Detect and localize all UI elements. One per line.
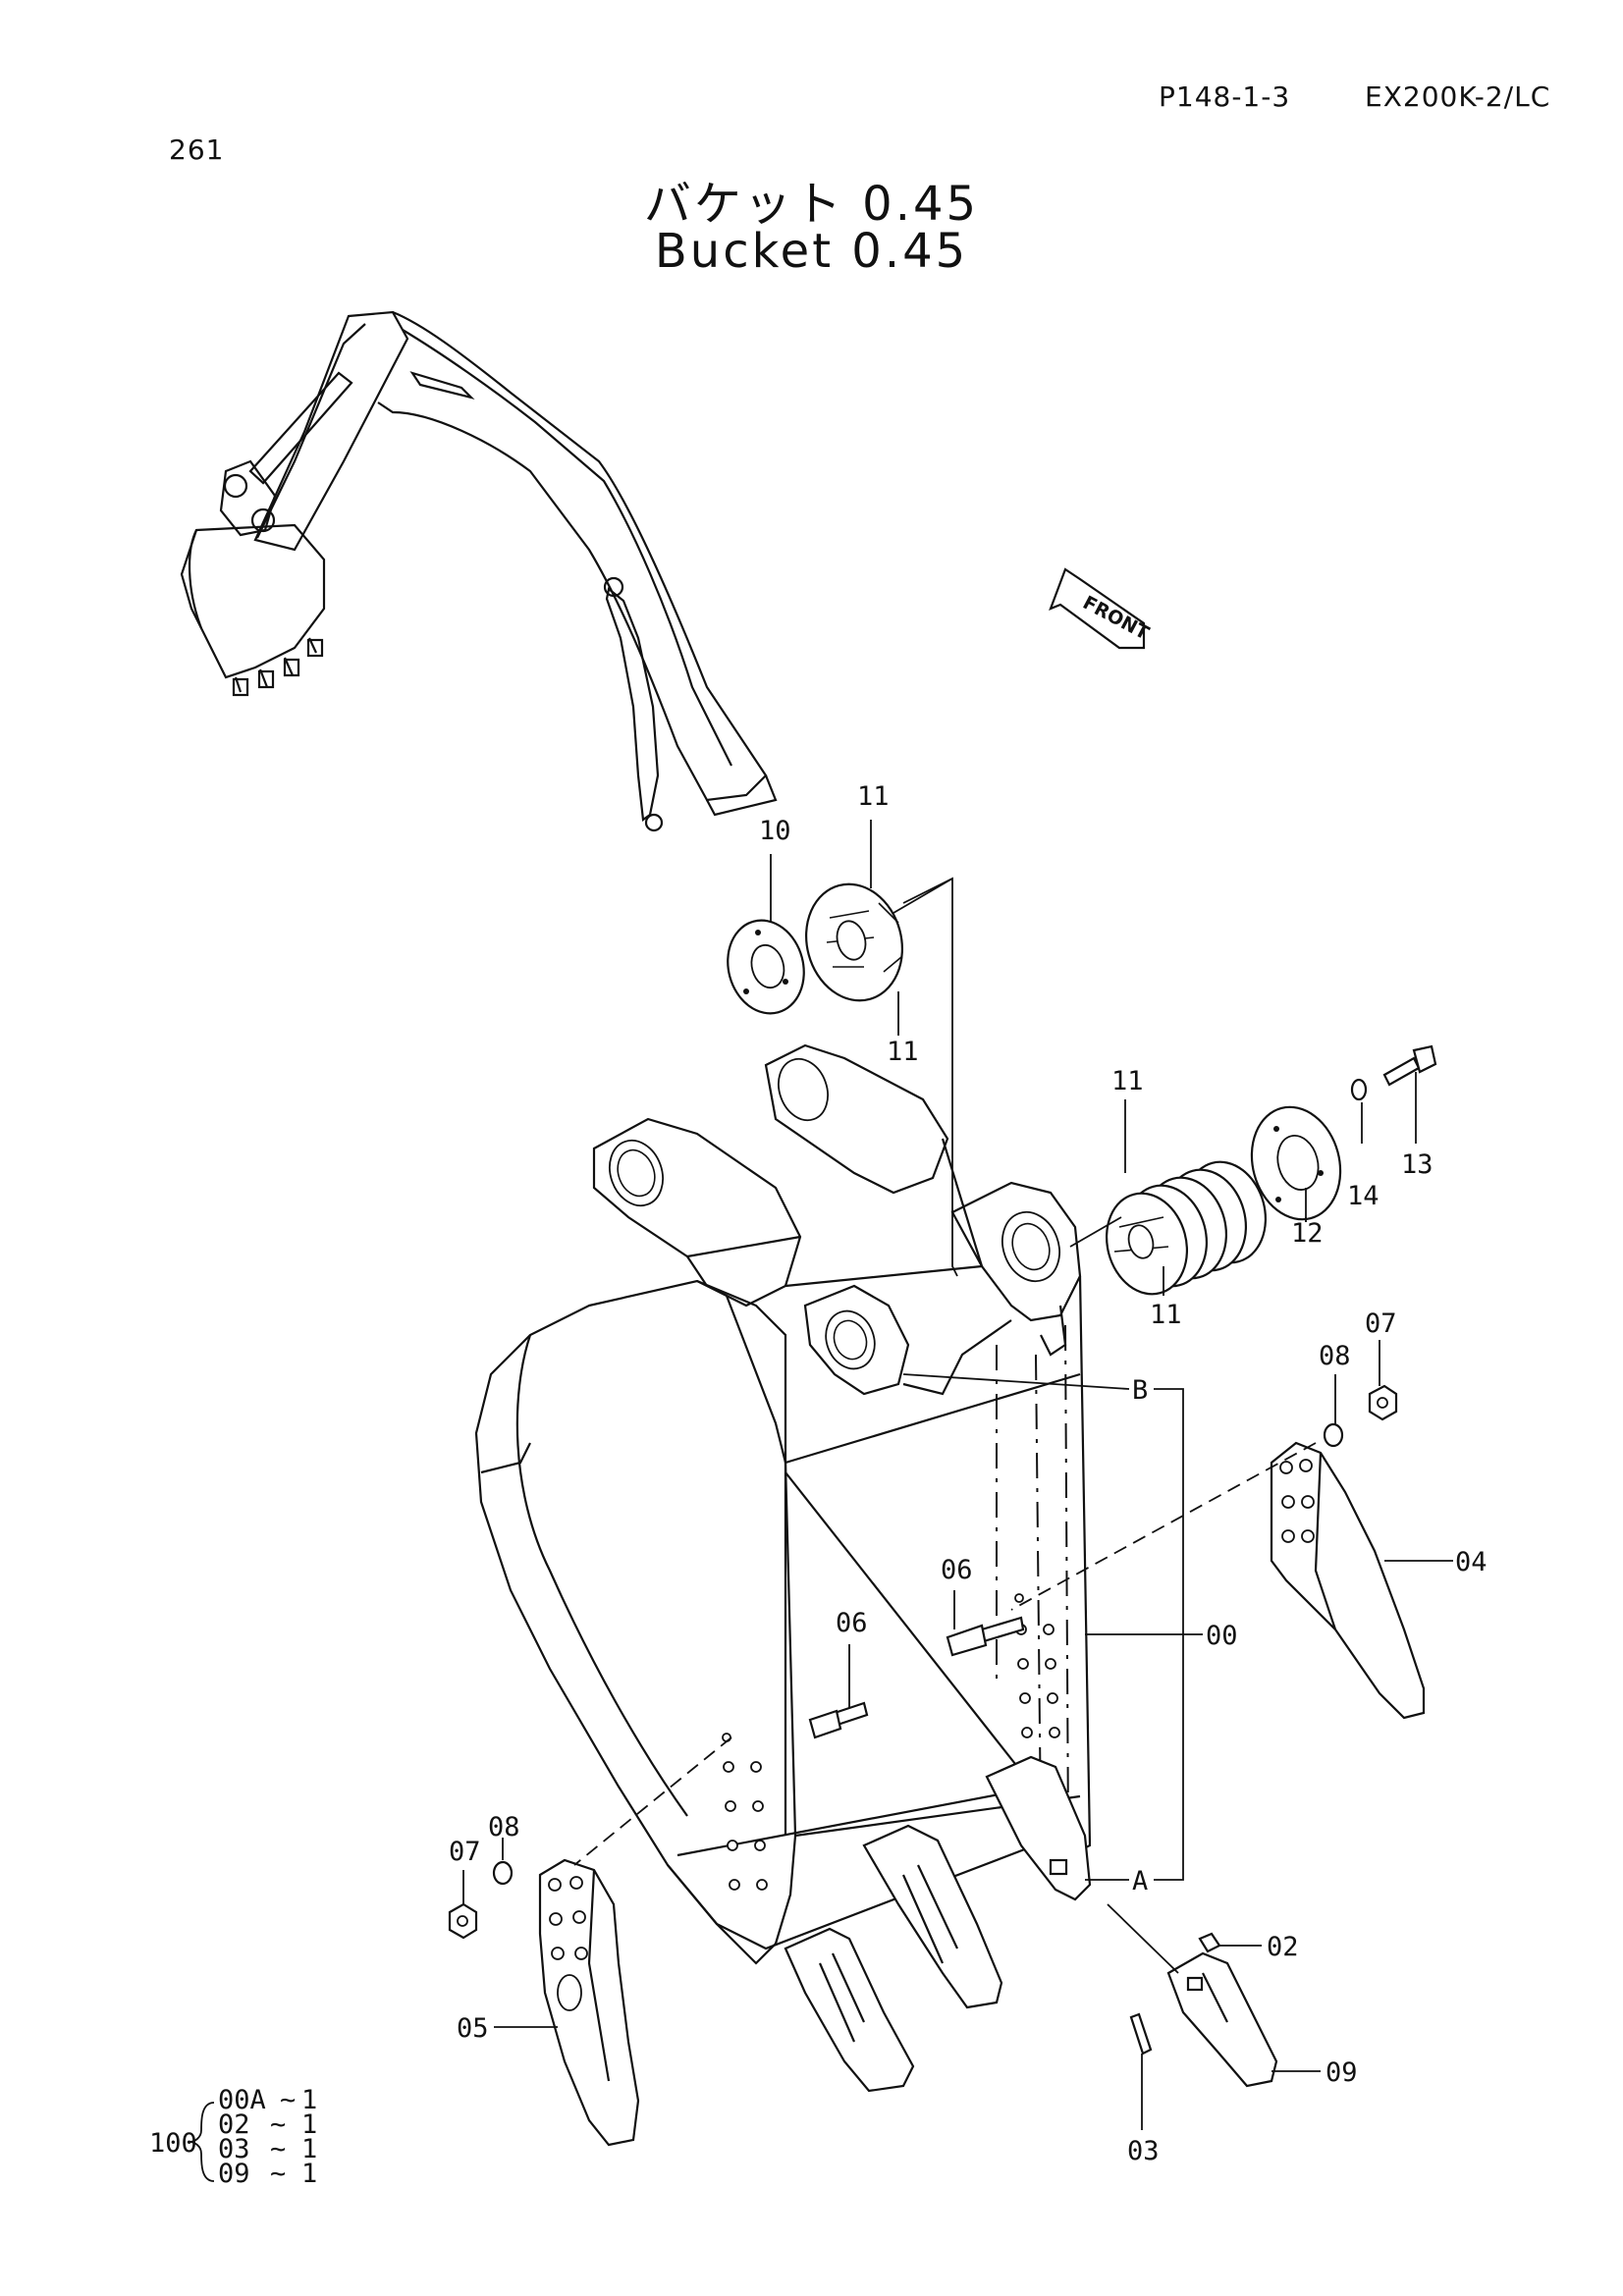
assembly-item-sep: ~ bbox=[270, 2109, 286, 2140]
callout-06-right: 06 bbox=[941, 1555, 973, 1585]
callout-08-left: 08 bbox=[488, 1812, 520, 1842]
part-13-bolt bbox=[1382, 1044, 1437, 1087]
leader-lines bbox=[189, 820, 1453, 2182]
part-06-bolt-right bbox=[946, 1616, 1025, 1657]
callout-reference-b: B bbox=[1132, 1375, 1148, 1406]
callout-05: 05 bbox=[457, 2013, 489, 2044]
part-00-bucket-body bbox=[474, 1043, 1092, 1965]
title-japanese: バケット 0.45 bbox=[643, 177, 980, 232]
callout-07-right: 07 bbox=[1365, 1308, 1397, 1339]
front-label: FRONT bbox=[1079, 592, 1152, 645]
part-11-shim-stack bbox=[1105, 1160, 1268, 1296]
part-11-shim-upper bbox=[805, 882, 903, 1002]
part-08-washer-left bbox=[492, 1860, 514, 1886]
callout-06-left: 06 bbox=[836, 1608, 868, 1638]
callout-11-right-bottom: 11 bbox=[1150, 1300, 1182, 1330]
part-03-pin bbox=[1129, 2012, 1153, 2056]
catalog-reference: P148-1-3 bbox=[1159, 80, 1291, 113]
callout-11-upper-bottom: 11 bbox=[887, 1037, 919, 1067]
callout-08-right: 08 bbox=[1319, 1341, 1351, 1371]
callout-03: 03 bbox=[1127, 2136, 1160, 2166]
part-09-tooth-point bbox=[1166, 1951, 1278, 2088]
callout-14: 14 bbox=[1347, 1181, 1380, 1211]
part-07-nut-right bbox=[1368, 1384, 1398, 1421]
part-05-side-cutter bbox=[538, 1858, 640, 2147]
callout-04: 04 bbox=[1455, 1547, 1488, 1577]
assembly-item-qty: 1 bbox=[301, 2085, 317, 2115]
callout-09: 09 bbox=[1325, 2057, 1358, 2088]
assembly-item-sep: ~ bbox=[270, 2134, 286, 2164]
assembly-item-sep: ~ bbox=[270, 2159, 286, 2189]
title-english: Bucket 0.45 bbox=[654, 224, 969, 279]
bucket-teeth bbox=[784, 1755, 1092, 2093]
callout-02: 02 bbox=[1267, 1932, 1299, 1962]
part-04-side-cutter bbox=[1270, 1441, 1426, 1720]
excavator-arm-illustration bbox=[180, 310, 778, 832]
callout-11-top: 11 bbox=[857, 781, 890, 812]
assembly-item-part: 00A bbox=[218, 2085, 266, 2115]
part-07-nut-left bbox=[448, 1902, 478, 1940]
part-14-lock-washer bbox=[1350, 1078, 1368, 1101]
callout-11-right-top: 11 bbox=[1111, 1066, 1144, 1096]
model-number: EX200K-2/LC bbox=[1365, 80, 1551, 113]
callout-13: 13 bbox=[1401, 1149, 1434, 1180]
assembly-note: 100 00A ~ 1 02 ~ 1 03 ~ 1 09 ~ 1 bbox=[149, 2085, 317, 2189]
part-06-bolt-left bbox=[808, 1701, 869, 1739]
front-direction-arrow: FRONT bbox=[1049, 567, 1153, 650]
part-02-lock bbox=[1198, 1932, 1221, 1953]
callout-reference-a: A bbox=[1132, 1866, 1148, 1896]
assembly-item-qty: 1 bbox=[301, 2109, 317, 2140]
callout-07-left: 07 bbox=[449, 1837, 481, 1867]
part-08-washer-right bbox=[1323, 1422, 1344, 1448]
assembly-item-qty: 1 bbox=[301, 2159, 317, 2189]
page-number: 261 bbox=[169, 133, 225, 166]
assembly-item-sep: ~ bbox=[280, 2085, 296, 2115]
assembly-number: 100 bbox=[149, 2128, 197, 2159]
part-12-plate bbox=[1250, 1105, 1342, 1221]
assembly-item-qty: 1 bbox=[301, 2134, 317, 2164]
callout-labels: 10 11 11 11 11 12 13 14 B 08 07 04 06 00… bbox=[449, 781, 1488, 2166]
assembly-item-part: 02 bbox=[218, 2109, 250, 2140]
assembly-item-part: 09 bbox=[218, 2159, 250, 2189]
callout-12: 12 bbox=[1291, 1218, 1324, 1249]
callout-10: 10 bbox=[759, 816, 791, 846]
assembly-item-part: 03 bbox=[218, 2134, 250, 2164]
part-10-washer bbox=[727, 919, 805, 1015]
callout-00: 00 bbox=[1206, 1621, 1238, 1651]
